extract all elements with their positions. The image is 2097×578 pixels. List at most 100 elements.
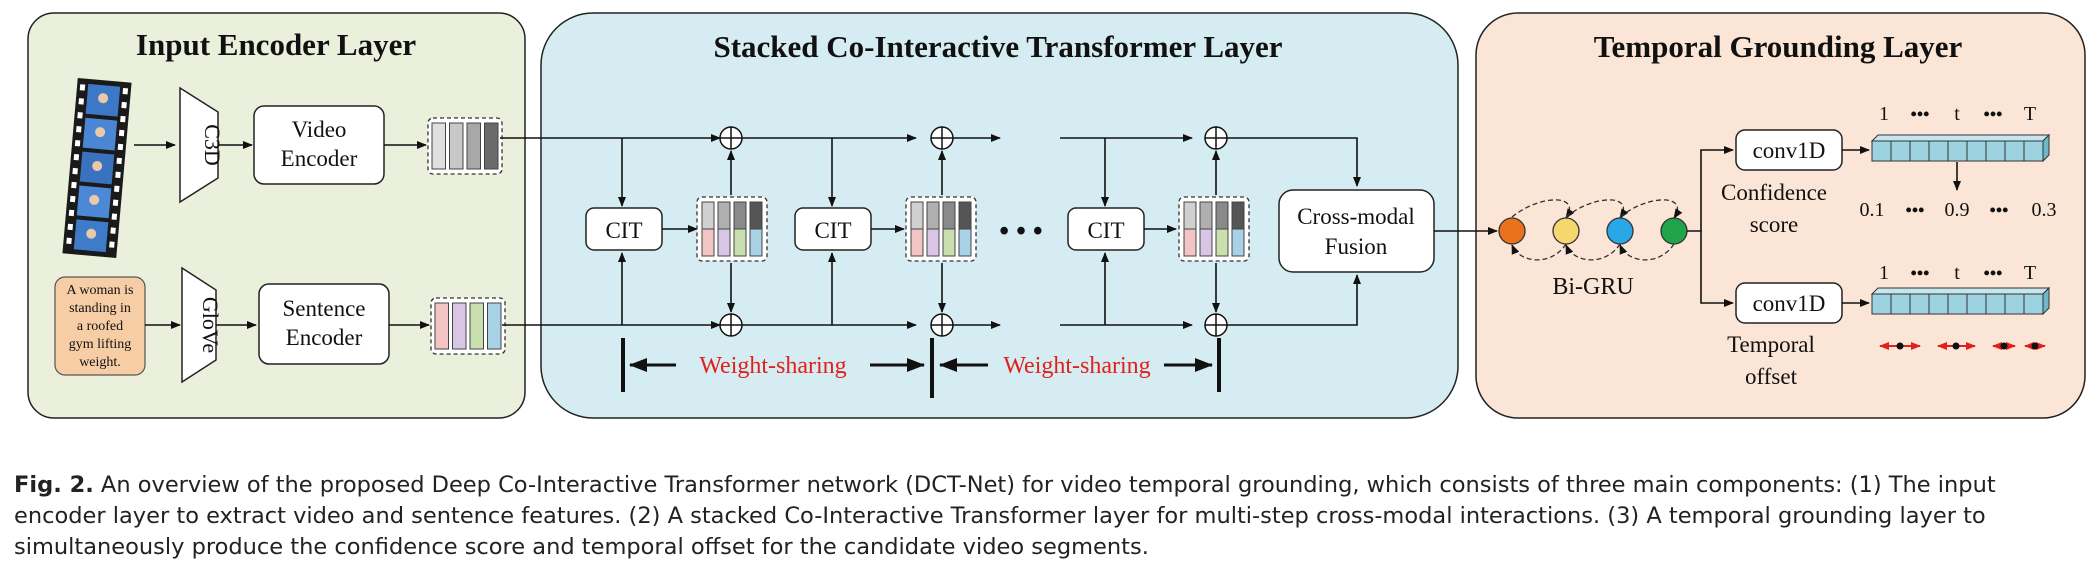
axis-label-end: T — [2024, 262, 2036, 284]
sentence-feature-stack — [430, 297, 506, 355]
score-value-last: 0.3 — [2032, 199, 2057, 221]
gru-node — [1606, 217, 1634, 245]
segment-cell — [1928, 140, 1949, 162]
feature-bar — [431, 122, 446, 170]
plus-node-icon — [719, 126, 743, 150]
grounding-panel-title: Temporal Grounding Layer — [1594, 29, 1963, 64]
segment-cell — [1909, 293, 1930, 315]
cit-label: CIT — [1087, 218, 1124, 243]
cit-label: CIT — [605, 218, 642, 243]
feature-bar — [1231, 201, 1245, 230]
axis-label-start: 1 — [1879, 103, 1889, 125]
architecture-diagram: Input Encoder Layer Stacked Co-Interacti… — [27, 12, 2086, 419]
gru-node — [1660, 217, 1688, 245]
confidence-line-2: score — [1750, 212, 1799, 237]
feature-bar — [958, 201, 972, 230]
input-encoder-panel — [27, 12, 526, 419]
query-line-3: a roofed — [77, 319, 123, 334]
axis-label-end: T — [2024, 103, 2036, 125]
feature-bar — [717, 228, 731, 257]
segment-cell — [1909, 140, 1930, 162]
bigru-module: Bi-GRU — [1498, 199, 1688, 300]
confidence-score-values: 0.1 ••• 0.9 ••• 0.3 — [1860, 199, 2057, 221]
feature-frame — [427, 117, 503, 175]
feature-bar — [749, 228, 763, 257]
stacked-panel-title: Stacked Co-Interactive Transformer Layer — [713, 29, 1282, 64]
axis-label-t: t — [1954, 262, 1960, 284]
plus-node-icon — [1204, 126, 1228, 150]
feature-bar — [701, 201, 715, 230]
sentence-encoder-box — [258, 283, 390, 365]
segment-cell — [1947, 140, 1968, 162]
feature-bar — [910, 201, 924, 230]
plus-node-icon — [930, 126, 954, 150]
feature-bar — [1199, 228, 1213, 257]
feature-bar — [449, 122, 464, 170]
offset-line-2: offset — [1745, 364, 1798, 389]
segment-cell — [1985, 140, 2006, 162]
feature-bar — [942, 201, 956, 230]
axis-label-dots: ••• — [1984, 104, 2003, 124]
axis-label-dots: ••• — [1911, 263, 1930, 283]
segment-cell — [1890, 293, 1911, 315]
query-line-2: standing in — [69, 301, 131, 316]
feature-bar — [958, 228, 972, 257]
caption-text: An overview of the proposed Deep Co-Inte… — [14, 472, 1996, 560]
query-line-4: gym lifting — [69, 337, 132, 352]
segment-cell — [1871, 293, 1892, 315]
video-encoder-line-1: Video — [292, 117, 347, 142]
sentence-encoder-line-1: Sentence — [282, 296, 365, 321]
cit-output-features-2 — [905, 196, 977, 262]
weight-sharing-label-2: Weight-sharing — [1003, 353, 1150, 379]
segment-cell — [2004, 140, 2025, 162]
feature-bar — [484, 122, 499, 170]
gru-node — [1498, 217, 1526, 245]
feature-bar — [1215, 201, 1229, 230]
feature-bar — [434, 302, 449, 350]
cit-output-features-1 — [696, 196, 768, 262]
weight-sharing-label-1: Weight-sharing — [699, 353, 846, 379]
score-value-mid: 0.9 — [1945, 199, 1970, 221]
plus-node-icon — [719, 313, 743, 337]
feature-bar — [733, 201, 747, 230]
figure-label: Fig. 2. — [14, 472, 94, 498]
axis-label-start: 1 — [1879, 262, 1889, 284]
score-value-dots: ••• — [1990, 200, 2009, 220]
plus-node-icon — [930, 313, 954, 337]
feature-bar — [926, 228, 940, 257]
feature-bar — [733, 228, 747, 257]
score-value-first: 0.1 — [1860, 199, 1885, 221]
sentence-encoder-line-2: Encoder — [286, 325, 363, 350]
temporal-axis-top: 1 ••• t ••• T — [1879, 103, 2036, 125]
segment-cell — [1871, 140, 1892, 162]
weight-sharing-indicator: Weight-sharing Weight-sharing — [621, 338, 1221, 398]
segment-cell — [1985, 293, 2006, 315]
segment-cell — [1966, 140, 1987, 162]
query-line-1: A woman is — [67, 283, 134, 298]
confidence-line-1: Confidence — [1721, 180, 1827, 205]
temporal-axis-bottom: 1 ••• t ••• T — [1879, 262, 2036, 284]
query-line-5: weight. — [79, 355, 121, 370]
feature-bar — [717, 201, 731, 230]
video-encoder-line-2: Encoder — [281, 146, 358, 171]
feature-bar — [1215, 228, 1229, 257]
figure-caption: Fig. 2. An overview of the proposed Deep… — [14, 470, 2086, 563]
feature-bar — [466, 122, 481, 170]
c3d-extractor — [179, 86, 219, 204]
temporal-grounding-panel — [1475, 12, 2086, 419]
feature-bar — [942, 228, 956, 257]
temporal-offset-cells — [1870, 286, 2051, 316]
feature-bar — [1183, 228, 1197, 257]
feature-bar — [1199, 201, 1213, 230]
segment-cell — [2023, 140, 2044, 162]
segment-cell — [2004, 293, 2025, 315]
fusion-line-1: Cross-modal — [1297, 204, 1415, 229]
feature-bar — [701, 228, 715, 257]
input-panel-title: Input Encoder Layer — [136, 27, 416, 62]
gru-node — [1552, 217, 1580, 245]
residual-add-nodes — [719, 126, 1228, 337]
confidence-score-cells — [1870, 133, 2051, 163]
segment-cell — [1966, 293, 1987, 315]
segment-cell — [1890, 140, 1911, 162]
cross-modal-fusion-box — [1278, 189, 1435, 273]
